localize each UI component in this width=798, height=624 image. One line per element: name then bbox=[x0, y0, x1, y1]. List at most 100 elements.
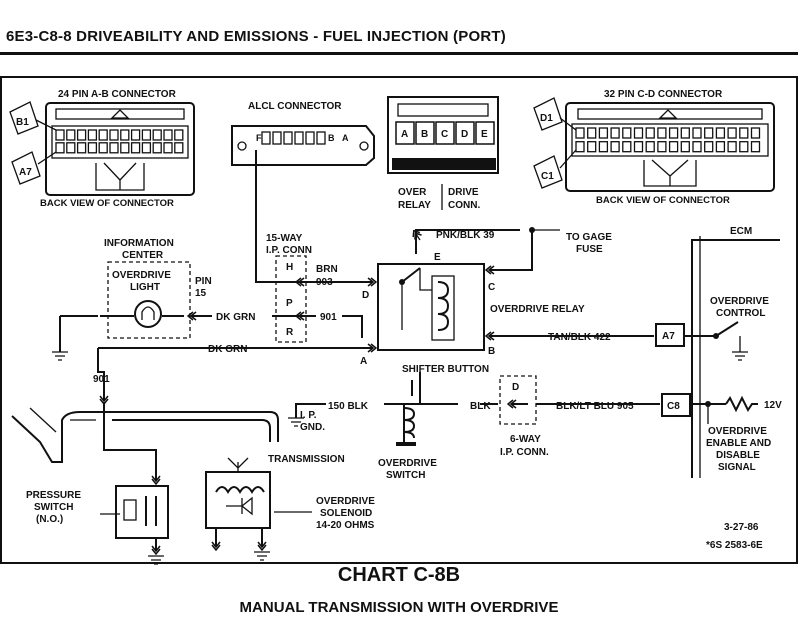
od-switch-label-1: OVERDRIVE bbox=[378, 458, 437, 469]
connector-pin-cavity bbox=[575, 141, 585, 153]
connector-pin-cavity bbox=[680, 127, 690, 139]
connector-pin-cavity bbox=[283, 131, 293, 145]
connector-pin-cavity bbox=[272, 131, 282, 145]
ab-connector-title: 24 PIN A-B CONNECTOR bbox=[58, 89, 177, 100]
relay-term-a: A bbox=[360, 356, 367, 367]
alcl-connector: ALCL CONNECTOR F B A bbox=[231, 101, 375, 166]
ground-icon bbox=[732, 351, 748, 361]
connector-pin-cavity bbox=[668, 141, 679, 153]
pressure-switch-label-1: PRESSURE bbox=[26, 490, 81, 501]
relay-coil-icon bbox=[437, 281, 450, 331]
ip-conn-6: D 6-WAY I.P. CONN. bbox=[499, 375, 549, 458]
od-control-label-2: CONTROL bbox=[716, 308, 765, 319]
connector-pin-cavity bbox=[645, 141, 655, 153]
wire-brn: BRN bbox=[316, 264, 338, 275]
connector-pin-cavity bbox=[261, 131, 271, 145]
info-center-title-1: INFORMATION bbox=[104, 238, 174, 249]
ip-gnd-label-1: I. P. bbox=[300, 410, 317, 421]
alcl-pin-b: B bbox=[328, 133, 335, 143]
ground-icon bbox=[52, 351, 68, 361]
connector-pin-cavity bbox=[715, 141, 726, 153]
relay-plug-pin-label: A bbox=[401, 129, 408, 140]
relay-plug-label-drive: DRIVE bbox=[448, 187, 479, 198]
wire-blk: BLK bbox=[470, 401, 491, 412]
relay-plug-terminal bbox=[435, 121, 455, 145]
alcl-pin-f: F bbox=[256, 133, 262, 143]
solenoid-label-2: SOLENOID bbox=[320, 508, 372, 519]
ecm: ECM A7 C8 OVERDRIVE CONTROL 12V OVERDRIV… bbox=[655, 226, 782, 478]
connector-pin-cavity bbox=[587, 127, 597, 139]
cd-connector: 32 PIN C-D CONNECTOR D1 C1 BACK VIEW OF … bbox=[533, 89, 775, 206]
ab-connector-caption: BACK VIEW OF CONNECTOR bbox=[40, 198, 174, 209]
overdrive-relay: D E C A B OVERDRIVE RELAY bbox=[360, 252, 585, 367]
connector-pin-cavity bbox=[174, 142, 184, 154]
connector-pin-cavity bbox=[657, 127, 667, 139]
wire-pnk-blk: PNK/BLK 39 bbox=[436, 230, 495, 241]
ecm-pin-c8: C8 bbox=[667, 401, 680, 412]
solenoid-label-3: 14-20 OHMS bbox=[316, 520, 375, 531]
connector-pin-cavity bbox=[680, 141, 690, 153]
gage-fuse-label-2: FUSE bbox=[576, 244, 603, 255]
connector-pin-cavity bbox=[316, 131, 326, 145]
transmission-label: TRANSMISSION bbox=[268, 454, 345, 465]
connector-pin-cavity bbox=[622, 127, 632, 139]
relay-plug-terminal bbox=[395, 121, 415, 145]
connector-pin-cavity bbox=[294, 131, 304, 145]
connector-pin-cavity bbox=[55, 129, 65, 141]
relay-plug-pin-label: C bbox=[441, 129, 448, 140]
connector-pin-cavity bbox=[727, 141, 737, 153]
ip15-pin-r: R bbox=[286, 327, 294, 338]
connector-pin-cavity bbox=[66, 142, 76, 154]
connector-pin-cavity bbox=[598, 141, 609, 153]
solenoid-label-1: OVERDRIVE bbox=[316, 496, 375, 507]
ip15-pin-p: P bbox=[286, 298, 293, 309]
connector-pin-cavity bbox=[98, 129, 108, 141]
transmission: TRANSMISSION PRESSURE SWITCH (N.O.) OVER… bbox=[11, 402, 375, 565]
connector-pin-cavity bbox=[575, 127, 585, 139]
connector-pin-cavity bbox=[750, 127, 761, 139]
cd-connector-caption: BACK VIEW OF CONNECTOR bbox=[596, 195, 730, 206]
pin-number: 15 bbox=[195, 288, 207, 299]
diode-icon bbox=[226, 496, 253, 516]
connector-pin-cavity bbox=[109, 142, 119, 154]
connector-pin-cavity bbox=[704, 127, 714, 139]
od-switch-label-2: SWITCH bbox=[386, 470, 425, 481]
connector-pin-cavity bbox=[668, 127, 679, 139]
connector-pin-cavity bbox=[141, 142, 152, 154]
information-center: INFORMATION CENTER OVERDRIVE LIGHT PIN 1… bbox=[104, 238, 212, 339]
connector-pin-cavity bbox=[692, 141, 702, 153]
connector-pin-cavity bbox=[120, 142, 130, 154]
solenoid-coil-icon bbox=[215, 486, 265, 494]
wire-dk-grn-1: DK GRN bbox=[216, 312, 255, 323]
connector-pin-cavity bbox=[633, 141, 644, 153]
connector-pin-cavity bbox=[152, 142, 162, 154]
alcl-title: ALCL CONNECTOR bbox=[248, 101, 342, 112]
od-control-label-1: OVERDRIVE bbox=[710, 296, 769, 307]
alcl-pin-a: A bbox=[342, 133, 349, 143]
diagram-frame bbox=[0, 76, 798, 564]
wire-903: 903 bbox=[316, 277, 333, 288]
ip6-title-1: 6-WAY bbox=[510, 434, 541, 445]
relay-plug-terminal bbox=[415, 121, 435, 145]
ecm-voltage: 12V bbox=[764, 400, 782, 411]
connector-pin-cavity bbox=[87, 129, 98, 141]
up-arrow-icon bbox=[658, 109, 678, 119]
connector-pin-cavity bbox=[141, 129, 152, 141]
connector-pin-cavity bbox=[633, 127, 644, 139]
chart-subtitle: MANUAL TRANSMISSION WITH OVERDRIVE bbox=[239, 599, 559, 616]
pressure-switch-label-2: SWITCH bbox=[34, 502, 73, 513]
connector-pin-cavity bbox=[55, 142, 65, 154]
ab-pin-a7: A7 bbox=[19, 167, 32, 178]
connector-pin-cavity bbox=[76, 142, 87, 154]
connector-pin-cavity bbox=[610, 141, 620, 153]
connector-pin-cavity bbox=[727, 127, 737, 139]
resistor-icon bbox=[725, 395, 758, 413]
ab-pin-b1: B1 bbox=[16, 117, 29, 128]
relay-plug-pin-label: D bbox=[461, 129, 468, 140]
footnote-code: *6S 2583-6E bbox=[706, 540, 763, 551]
relay-title: OVERDRIVE RELAY bbox=[490, 304, 585, 315]
connector-pin-cavity bbox=[163, 129, 173, 141]
connector-pin-cavity bbox=[174, 129, 184, 141]
ecm-pin-a7: A7 bbox=[662, 331, 675, 342]
